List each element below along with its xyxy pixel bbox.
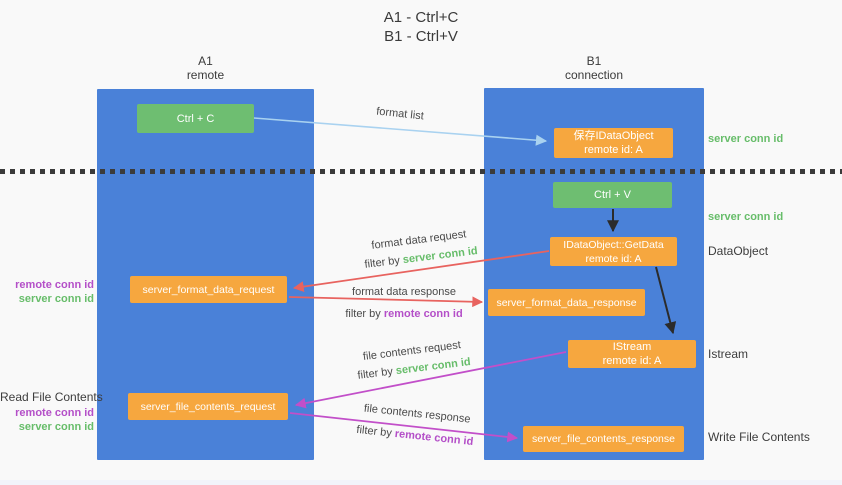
node-server-file-contents-response: server_file_contents_response <box>523 426 684 452</box>
label-server-conn-id-top: server conn id <box>708 133 784 145</box>
edge-label-format-data-response: format data response filter by remote co… <box>338 281 470 325</box>
node-server-format-data-response: server_format_data_response <box>488 289 645 316</box>
node-getdata-line2: remote id: A <box>585 252 642 265</box>
node-idataobject-getdata: IDataObject::GetData remote id: A <box>550 237 677 266</box>
column-header-b1: B1 connection <box>484 54 704 82</box>
label-remote-conn-id-lower: remote conn id <box>15 407 94 419</box>
dotted-separator <box>0 169 842 174</box>
node-ctrl-v-label: Ctrl + V <box>594 189 631 201</box>
label-server-conn-id-upper-left: server conn id <box>18 293 94 305</box>
bottom-edge-strip <box>0 480 842 485</box>
node-getdata-line1: IDataObject::GetData <box>563 238 664 251</box>
node-istream-line1: IStream <box>612 341 652 353</box>
node-file-request-label: server_file_contents_request <box>140 400 276 413</box>
node-save-idataobject-line1: 保存IDataObject <box>573 130 654 142</box>
label-istream: Istream <box>708 347 749 361</box>
node-istream-line2: remote id: A <box>602 355 662 367</box>
filter-by-text: filter by <box>363 254 404 271</box>
column-a1-id: A1 <box>198 54 213 68</box>
edge-label-file-contents-response: file contents response filter by remote … <box>346 396 486 454</box>
format-data-response-filter: filter by remote conn id <box>338 303 470 325</box>
node-server-format-data-request: server_format_data_request <box>130 276 287 303</box>
filter-by-text: filter by <box>345 308 384 320</box>
title-line-1: A1 - Ctrl+C <box>383 9 459 26</box>
column-a1-role: remote <box>186 68 225 82</box>
node-file-response-label: server_file_contents_response <box>531 433 675 445</box>
column-b1-id: B1 <box>586 54 602 68</box>
node-ctrl-v: Ctrl + V <box>553 182 672 208</box>
node-save-idataobject: 保存IDataObject remote id: A <box>554 128 673 158</box>
label-server-conn-id-lower-left: server conn id <box>18 421 94 433</box>
format-data-response-text: format data response <box>352 286 456 298</box>
label-remote-conn-id-upper: remote conn id <box>15 279 94 291</box>
label-write-file-contents: Write File Contents <box>708 430 810 444</box>
edge-label-file-contents-request: file contents request filter by server c… <box>350 335 475 386</box>
filter-by-text: filter by <box>356 365 397 382</box>
node-ctrl-c: Ctrl + C <box>137 104 254 133</box>
label-server-conn-id-mid: server conn id <box>708 211 784 223</box>
column-header-a1: A1 remote <box>97 54 314 82</box>
filter-key-remote-conn-id: remote conn id <box>394 427 474 449</box>
node-format-response-label: server_format_data_response <box>496 296 637 309</box>
label-read-file-contents: Read File Contents <box>0 390 103 404</box>
label-dataobject: DataObject <box>708 244 769 258</box>
title-line-2: B1 - Ctrl+V <box>384 28 458 45</box>
edge-label-format-data-request: format data request filter by server con… <box>354 223 485 274</box>
node-istream: IStream remote id: A <box>568 340 696 368</box>
column-b1-role: connection <box>564 68 624 82</box>
node-save-idataobject-line2: remote id: A <box>584 144 643 156</box>
node-server-file-contents-request: server_file_contents_request <box>128 393 288 420</box>
filter-by-text: filter by <box>355 423 396 440</box>
diagram-title: A1 - Ctrl+C B1 - Ctrl+V <box>0 8 842 46</box>
node-format-request-label: server_format_data_request <box>142 283 275 296</box>
node-ctrl-c-label: Ctrl + C <box>176 112 215 125</box>
filter-key-remote-conn-id: remote conn id <box>383 308 463 320</box>
edge-label-format-list: format list <box>375 105 425 123</box>
